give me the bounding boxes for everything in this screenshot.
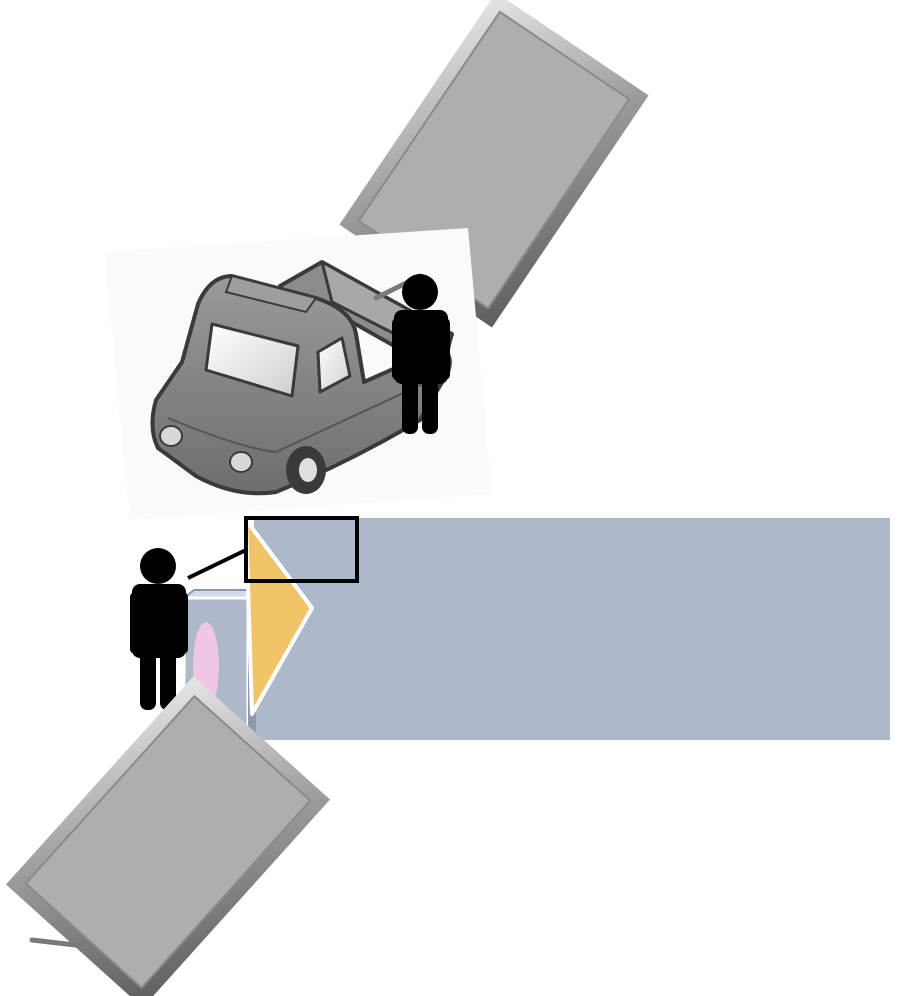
truck-headlight-left (160, 426, 182, 446)
person-near-booth (130, 548, 188, 710)
blue-wall (254, 518, 890, 740)
truck-headlight-right (230, 452, 252, 472)
leader-line (188, 550, 246, 578)
